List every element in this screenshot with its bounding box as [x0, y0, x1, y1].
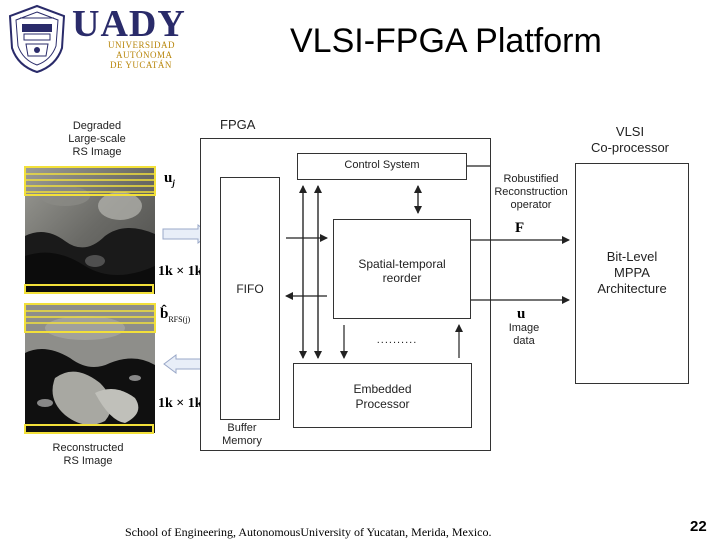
- university-seal: [6, 4, 68, 74]
- logo-line2: AUTÓNOMA: [116, 50, 173, 60]
- spatial-temporal-label: Spatial-temporal reorder: [358, 257, 446, 285]
- degraded-rs-image: [25, 166, 155, 294]
- spatial-temporal-box: [333, 219, 471, 319]
- vlsi-label: VLSI Co-processor: [590, 124, 670, 155]
- slide-footer: School of Engineering, AutonomousUnivers…: [125, 525, 492, 539]
- bitlevel-label: Bit-Level MPPA Architecture: [597, 249, 667, 296]
- reconstructed-rs-image: [25, 303, 155, 433]
- page-number: 22: [690, 518, 707, 535]
- u-image-label: u: [517, 306, 526, 322]
- degraded-caption: Degraded Large-scale RS Image: [68, 120, 126, 158]
- degraded-window-marker: [24, 284, 154, 294]
- dotted-connection: ..........: [376, 334, 418, 346]
- slide-title: VLSI-FPGA Platform: [290, 22, 602, 60]
- uj-label: uj: [164, 170, 175, 188]
- b-rfs-label: b̂RFS(j): [160, 306, 191, 324]
- vlsi-coprocessor-box: [575, 163, 689, 384]
- logo-wordmark: UADY: [72, 3, 186, 45]
- degraded-stripes: [24, 166, 156, 196]
- buffer-memory-label: Buffer Memory: [222, 422, 262, 447]
- f-operator-label: F: [515, 220, 525, 236]
- window-size-label-top: 1k × 1k: [158, 264, 203, 279]
- embedded-processor-box: [293, 363, 472, 428]
- logo-line3: DE YUCATÁN: [110, 60, 172, 70]
- reconstructed-stripes: [24, 303, 156, 333]
- control-system-box: [297, 153, 467, 180]
- control-system-label: Control System: [344, 159, 420, 171]
- robustified-label: Robustified Reconstruction operator: [494, 173, 568, 211]
- fifo-label: FIFO: [236, 282, 264, 296]
- image-data-label: Image data: [508, 322, 540, 347]
- embedded-processor-label: Embedded Processor: [353, 382, 412, 411]
- fifo-box: [220, 177, 280, 420]
- window-size-label-bottom: 1k × 1k: [158, 396, 203, 411]
- reconstructed-window-marker: [24, 424, 154, 434]
- logo-line1: UNIVERSIDAD: [108, 40, 175, 50]
- fpga-label: FPGA: [220, 117, 256, 132]
- reconstructed-caption: Reconstructed RS Image: [52, 442, 124, 467]
